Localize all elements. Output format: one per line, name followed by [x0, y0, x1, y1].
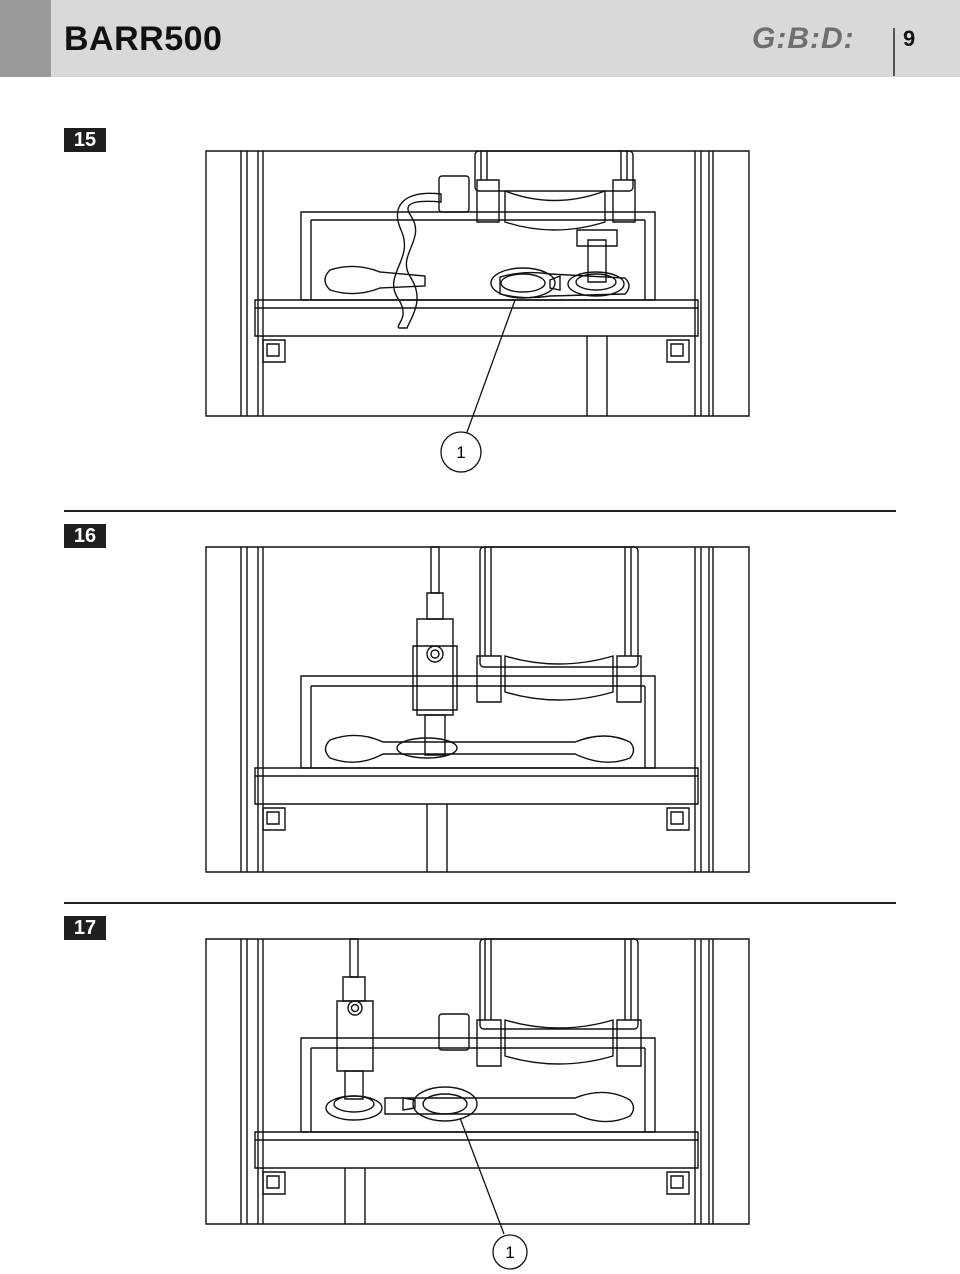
slot-left: [325, 266, 425, 293]
callout-step-15: 1: [430, 300, 530, 475]
circlip-ring: [491, 268, 555, 298]
slot: [385, 1092, 634, 1121]
mounting-plate: [301, 676, 655, 768]
shaft: [345, 1071, 363, 1099]
page-number: 9: [903, 26, 916, 51]
clamp-nut-right: [617, 656, 641, 702]
shaft: [425, 715, 445, 755]
cable: [394, 193, 441, 328]
header-accent-block: [0, 0, 51, 77]
step-17-badge: 17: [64, 916, 106, 940]
section-divider-16: [64, 510, 896, 512]
section-divider-17: [64, 902, 896, 904]
figure-step-17: [205, 938, 751, 1226]
figure-step-16: [205, 546, 751, 874]
crossbar-beam: [255, 768, 698, 804]
callout-number: 1: [505, 1243, 514, 1262]
callout-number: 1: [456, 443, 465, 462]
mounting-plate: [301, 212, 655, 300]
header-band: [0, 0, 960, 77]
motor-clamp: [505, 191, 605, 230]
figure-step-15: [205, 150, 751, 418]
clamp-nut-left: [477, 656, 501, 702]
motor-body: [480, 939, 638, 1029]
document-title: BARR500: [64, 20, 223, 58]
motor-clamp: [505, 656, 613, 700]
shaft: [588, 240, 606, 282]
clamp-nut-left: [477, 1020, 501, 1066]
callout-circle: [493, 1235, 527, 1269]
clamp-nut-right: [613, 180, 635, 222]
circlip-ring: [413, 1087, 477, 1121]
page-number-divider: [893, 28, 895, 76]
motor-body: [475, 151, 633, 191]
motor-body: [480, 547, 638, 667]
motor-clamp: [505, 1020, 613, 1064]
hex-coupling: [417, 619, 453, 715]
cable-gland: [439, 1014, 469, 1050]
clamp-nut-left: [477, 180, 499, 222]
clamp-nut-right: [617, 1020, 641, 1066]
frame-outline: [206, 547, 749, 872]
threaded-rod: [350, 939, 358, 977]
threaded-rod: [431, 547, 439, 593]
step-15-badge: 15: [64, 128, 106, 152]
washer: [568, 272, 624, 296]
step-16-badge: 16: [64, 524, 106, 548]
callout-step-17: 1: [458, 1118, 538, 1274]
mounting-plate: [301, 1038, 655, 1132]
frame-outline: [206, 939, 749, 1224]
brand-logo: G:B:D:: [752, 22, 855, 55]
washer: [397, 738, 457, 758]
slot: [326, 735, 634, 762]
callout-circle: [441, 432, 481, 472]
cable-gland: [439, 176, 469, 212]
